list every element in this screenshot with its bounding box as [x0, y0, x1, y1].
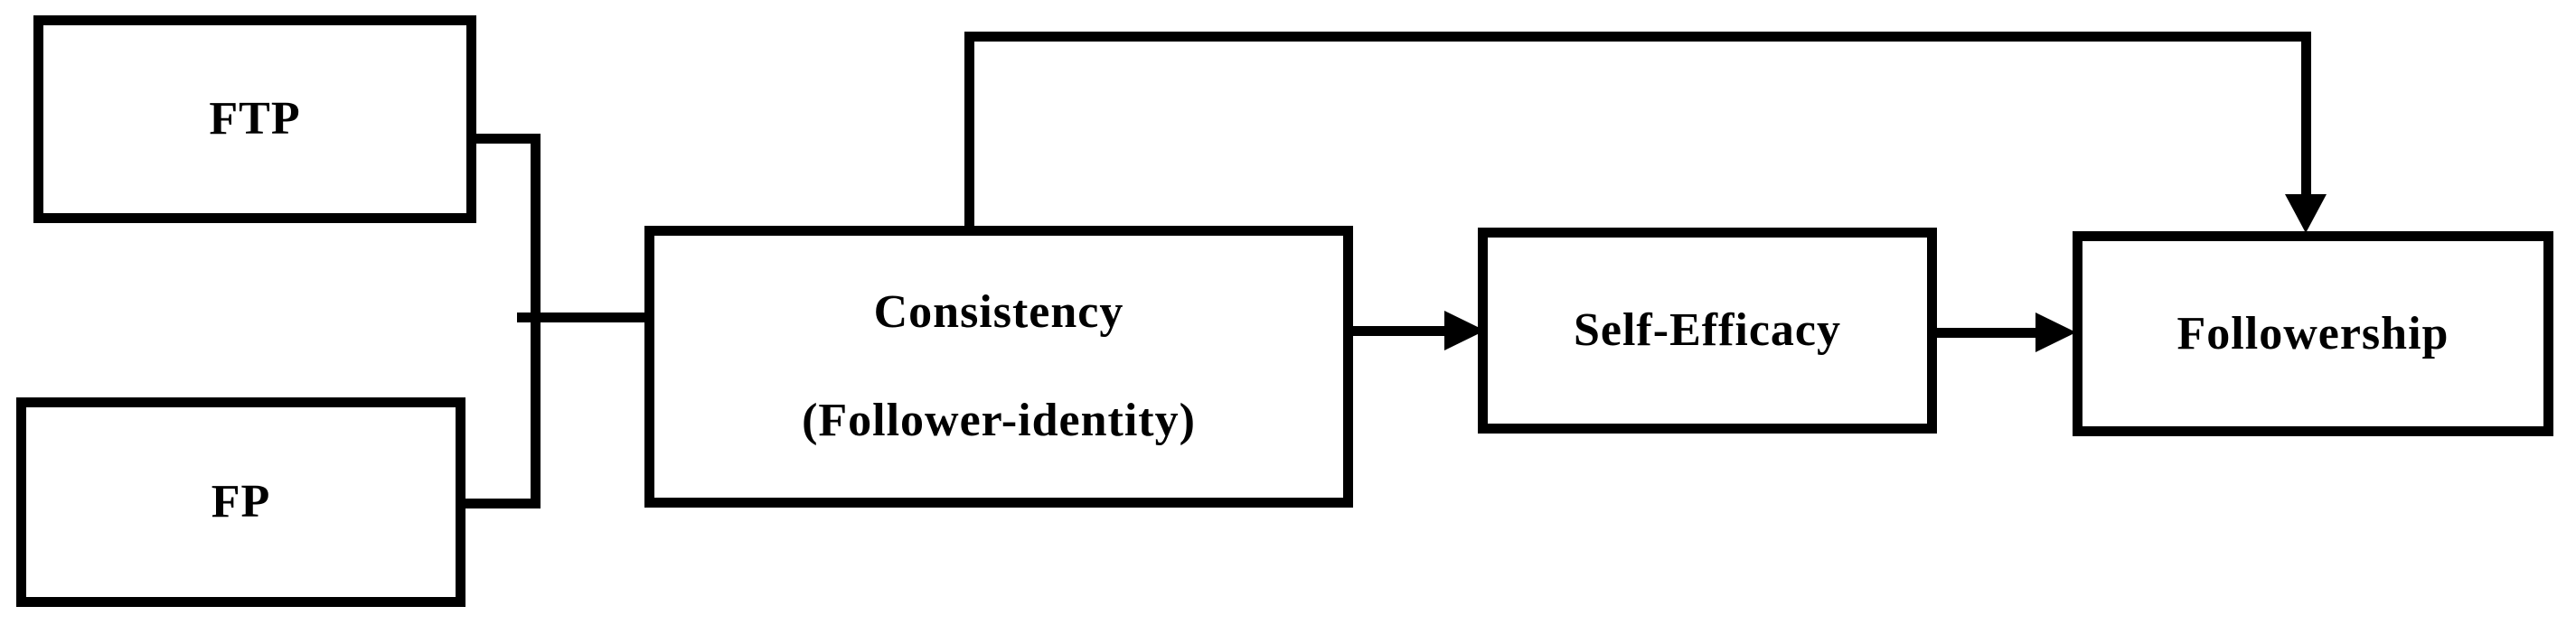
node-ftp-label: FTP	[209, 93, 301, 145]
edge-junction-to-consistency-line	[517, 312, 644, 322]
arrowhead-down-into-followership-icon	[2285, 194, 2327, 233]
edge-ftp-to-junction-line	[466, 134, 541, 144]
node-fp-label: FP	[211, 476, 271, 527]
node-ftp-box: FTP	[33, 15, 476, 223]
node-consistency-sublabel: (Follower-identity)	[802, 395, 1196, 446]
node-fp-box: FP	[16, 397, 465, 607]
edge-self-efficacy-to-followership-line	[1937, 328, 2035, 338]
node-followership-label: Followership	[2176, 307, 2449, 359]
node-self-efficacy-label: Self-Efficacy	[1573, 304, 1841, 356]
edge-consistency-to-followership-riser-line	[964, 32, 974, 226]
node-consistency-label: Consistency	[873, 286, 1124, 338]
arrowhead-right-into-followership-icon	[2035, 312, 2076, 352]
edge-consistency-to-self-efficacy-line	[1353, 326, 1444, 336]
node-self-efficacy-box: Self-Efficacy	[1478, 228, 1937, 434]
node-consistency-box: Consistency (Follower-identity)	[644, 226, 1353, 508]
edge-fp-to-junction-line	[456, 499, 541, 508]
edge-consistency-to-followership-drop-line	[2301, 32, 2311, 197]
node-followership-box: Followership	[2073, 231, 2553, 436]
edge-consistency-to-followership-top-line	[964, 32, 2311, 42]
